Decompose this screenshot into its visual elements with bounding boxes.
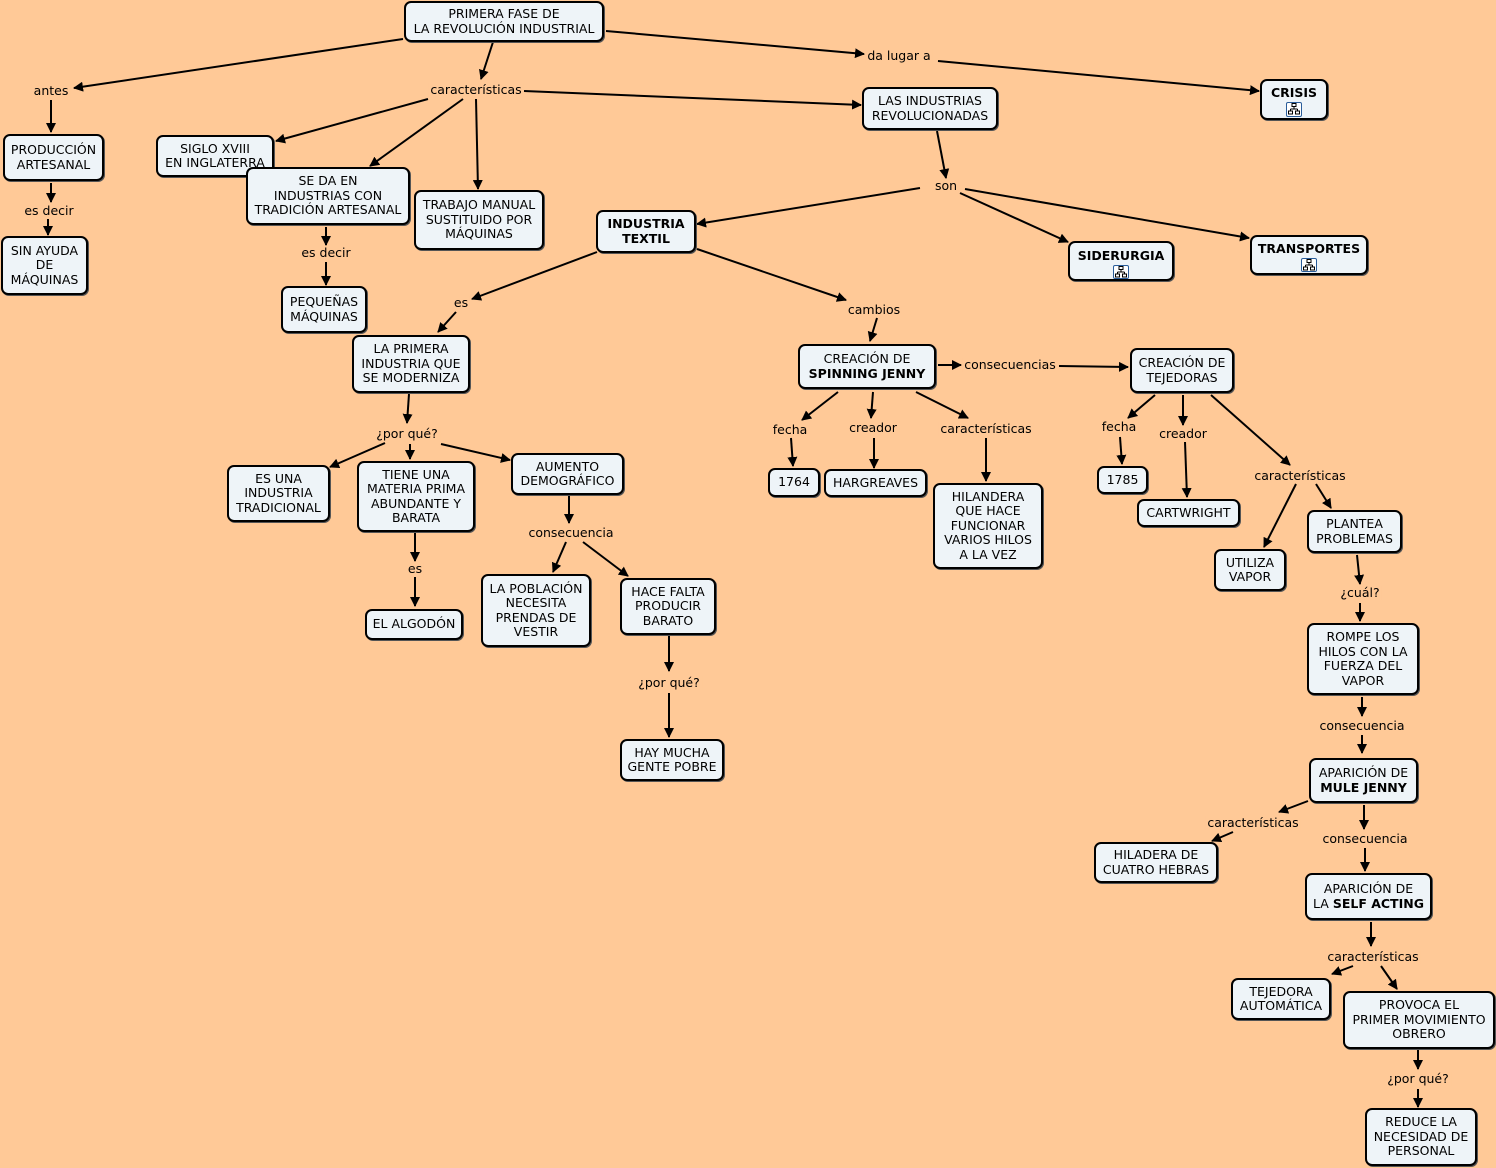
concept-rompe-los-hilos[interactable]: ROMPE LOS HILOS CON LA FUERZA DEL VAPOR [1307, 623, 1419, 695]
concept-primera-fase[interactable]: PRIMERA FASE DE LA REVOLUCIÓN INDUSTRIAL [404, 1, 604, 42]
link-cambios[interactable]: cambios [845, 302, 903, 317]
link-son[interactable]: son [932, 178, 960, 193]
link-caracteristicas[interactable]: características [1252, 468, 1348, 483]
concept-la-poblacion[interactable]: LA POBLACIÓN NECESITA PRENDAS DE VESTIR [481, 574, 591, 647]
concept-hargreaves[interactable]: HARGREAVES [824, 469, 927, 497]
concept-hiladera-cuatro-hebras[interactable]: HILADERA DE CUATRO HEBRAS [1094, 842, 1218, 883]
concept-label-bold: MULE JENNY [1320, 779, 1407, 795]
concept-label-bold: SPINNING JENNY [808, 365, 926, 381]
link-caracteristicas[interactable]: características [1325, 949, 1421, 964]
concept-el-algodon[interactable]: EL ALGODÓN [365, 609, 463, 640]
concept-label: APARICIÓN DE [1318, 765, 1409, 780]
concept-1764[interactable]: 1764 [768, 468, 820, 497]
concept-tejedora-automatica[interactable]: TEJEDORA AUTOMÁTICA [1231, 978, 1331, 1020]
link-consecuencia[interactable]: consecuencia [526, 525, 616, 540]
link-da-lugar-a[interactable]: da lugar a [865, 48, 933, 63]
concept-provoca-movimiento[interactable]: PROVOCA EL PRIMER MOVIMIENTO OBRERO [1343, 991, 1495, 1049]
concept-mule-jenny[interactable]: APARICIÓN DE MULE JENNY [1309, 758, 1418, 803]
concept-produccion-artesanal[interactable]: PRODUCCIÓN ARTESANAL [3, 134, 104, 181]
concept-cartwright[interactable]: CARTWRIGHT [1137, 499, 1240, 527]
concept-creacion-tejedoras[interactable]: CREACIÓN DE TEJEDORAS [1130, 348, 1234, 393]
concept-hay-mucha-gente[interactable]: HAY MUCHA GENTE POBRE [620, 739, 724, 781]
concept-se-da-en[interactable]: SE DA EN INDUSTRIAS CON TRADICIÓN ARTESA… [246, 167, 410, 225]
concept-label: TRANSPORTES [1257, 241, 1361, 256]
concept-tiene-una-materia[interactable]: TIENE UNA MATERIA PRIMA ABUNDANTE Y BARA… [357, 461, 475, 532]
submap-icon[interactable] [1301, 257, 1317, 272]
link-consecuencias[interactable]: consecuencias [962, 357, 1058, 372]
link-caracteristicas[interactable]: características [1205, 815, 1301, 830]
concept-la-primera-industria[interactable]: LA PRIMERA INDUSTRIA QUE SE MODERNIZA [352, 335, 470, 393]
concept-hilandera[interactable]: HILANDERA QUE HACE FUNCIONAR VARIOS HILO… [933, 483, 1043, 569]
concept-1785[interactable]: 1785 [1097, 466, 1148, 494]
concept-utiliza-vapor[interactable]: UTILIZA VAPOR [1214, 549, 1286, 591]
concept-pequenas-maquinas[interactable]: PEQUEÑAS MÁQUINAS [281, 286, 367, 333]
submap-icon[interactable] [1286, 101, 1302, 117]
concept-crisis[interactable]: CRISIS [1260, 79, 1328, 120]
link-es-decir[interactable]: es decir [299, 245, 353, 260]
link-fecha[interactable]: fecha [1099, 419, 1139, 434]
link-por-que[interactable]: ¿por qué? [1385, 1071, 1451, 1086]
concept-siderurgia[interactable]: SIDERURGIA [1068, 241, 1174, 281]
link-fecha[interactable]: fecha [770, 422, 810, 437]
link-es-decir[interactable]: es decir [22, 203, 76, 218]
link-caracteristicas[interactable]: características [938, 421, 1034, 436]
concept-label: SIDERURGIA [1077, 248, 1165, 263]
concept-self-acting[interactable]: APARICIÓN DE LA SELF ACTING [1305, 873, 1432, 920]
concept-label: CRISIS [1270, 85, 1318, 100]
concept-es-una-industria[interactable]: ES UNA INDUSTRIA TRADICIONAL [227, 465, 330, 522]
concept-label-text: APARICIÓN DE LA [1313, 881, 1414, 911]
concept-label: APARICIÓN DE LA SELF ACTING [1313, 881, 1424, 911]
link-por-que[interactable]: ¿por qué? [636, 675, 702, 690]
link-caracteristicas[interactable]: características [428, 82, 524, 97]
concept-trabajo-manual[interactable]: TRABAJO MANUAL SUSTITUIDO POR MÁQUINAS [414, 190, 544, 250]
link-creador[interactable]: creador [847, 420, 899, 435]
concept-spinning-jenny[interactable]: CREACIÓN DE SPINNING JENNY [798, 344, 936, 389]
concept-aumento-demografico[interactable]: AUMENTO DEMOGRÁFICO [511, 453, 624, 495]
submap-icon[interactable] [1113, 264, 1129, 279]
link-cual[interactable]: ¿cuál? [1338, 585, 1382, 600]
concept-siglo-xviii[interactable]: SIGLO XVIII EN INGLATERRA [156, 135, 274, 177]
concept-reduce-necesidad[interactable]: REDUCE LA NECESIDAD DE PERSONAL [1365, 1108, 1477, 1166]
link-creador[interactable]: creador [1157, 426, 1209, 441]
concept-plantea-problemas[interactable]: PLANTEA PROBLEMAS [1307, 510, 1402, 553]
link-es[interactable]: es [451, 295, 471, 310]
concept-label: CREACIÓN DE [823, 351, 911, 366]
concept-industria-textil[interactable]: INDUSTRIA TEXTIL [596, 210, 696, 253]
concept-hace-falta[interactable]: HACE FALTA PRODUCIR BARATO [620, 578, 716, 635]
link-por-que[interactable]: ¿por qué? [374, 426, 440, 441]
link-consecuencia[interactable]: consecuencia [1317, 718, 1407, 733]
concept-industrias-revolucionadas[interactable]: LAS INDUSTRIAS REVOLUCIONADAS [862, 87, 998, 130]
concept-sin-ayuda[interactable]: SIN AYUDA DE MÁQUINAS [1, 236, 88, 295]
link-consecuencia[interactable]: consecuencia [1320, 831, 1410, 846]
concept-label-bold: SELF ACTING [1332, 895, 1424, 911]
link-es[interactable]: es [405, 561, 425, 576]
concept-transportes[interactable]: TRANSPORTES [1250, 235, 1368, 275]
link-antes[interactable]: antes [31, 83, 71, 98]
